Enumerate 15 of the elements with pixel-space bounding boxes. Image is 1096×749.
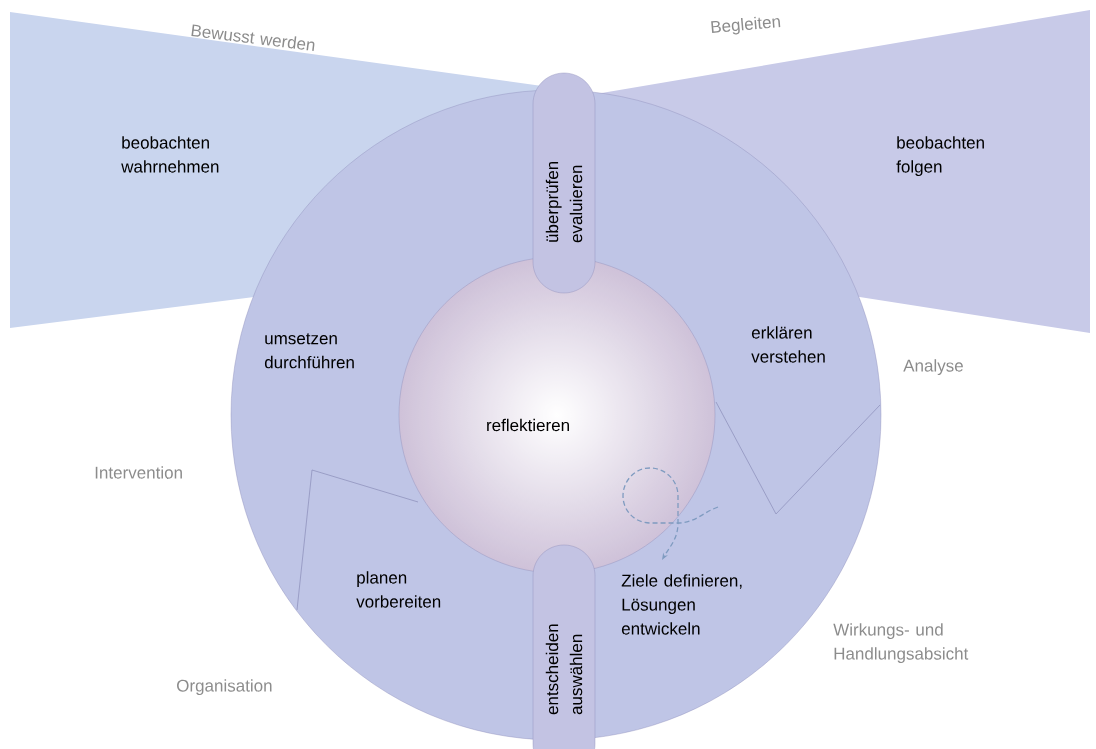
area-label: Organisation [177,679,272,696]
area-label: Wirkungs- und Handlungsabsicht [833,623,969,664]
band-heading: Begleiten [711,16,781,35]
stage-text: beobachten wahrnehmen [121,136,219,173]
stage-text: beobachten folgen [896,136,984,177]
area-label: Intervention [95,466,182,479]
pill-text: entscheiden auswählen [545,624,583,715]
sector-text: erklären verstehen [751,326,825,363]
sector-text: planen vorbereiten [356,571,441,608]
band-heading: Bewusst werden [191,24,315,51]
pill-text: überprüfen evaluieren [545,161,583,243]
sector-text: umsetzen durchführen [264,333,354,369]
sector-text: Ziele definieren, Lösungen entwickeln [621,574,742,635]
sphere-text: reflektieren [487,418,569,432]
area-label: Analyse [903,359,963,376]
